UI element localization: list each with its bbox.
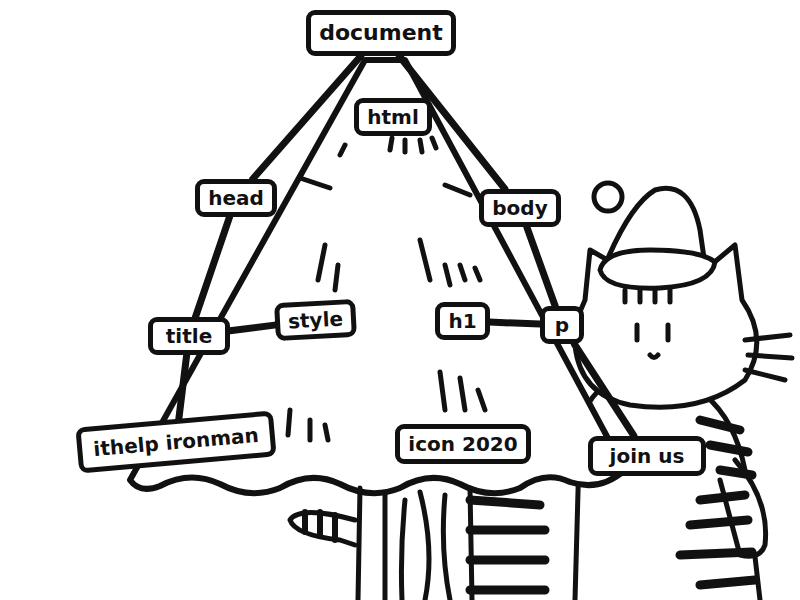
- node-label: h1: [448, 307, 476, 335]
- ornament-box: document: [306, 10, 456, 56]
- branch-line: [527, 227, 555, 306]
- branch-line: [490, 322, 541, 324]
- branch-line: [253, 56, 361, 179]
- ornament-box: h1: [435, 302, 490, 340]
- branch-line: [574, 344, 634, 436]
- node-label: p: [555, 311, 569, 339]
- node-label: document: [319, 15, 443, 51]
- branch-line: [179, 355, 187, 419]
- ornament-box: title: [148, 317, 230, 355]
- branch-line: [230, 325, 275, 331]
- node-label: icon 2020: [408, 429, 517, 459]
- ornament-box: join us: [588, 436, 706, 476]
- node-label: title: [166, 322, 212, 350]
- ornament-box: html: [354, 98, 432, 136]
- ornament-box: head: [195, 179, 277, 217]
- node-label: join us: [610, 441, 685, 471]
- node-label: ithelp ironman: [92, 417, 260, 467]
- node-label: html: [367, 103, 419, 131]
- ornament-box: icon 2020: [395, 424, 531, 464]
- ornament-box: p: [540, 306, 584, 344]
- branch-line: [195, 217, 229, 317]
- node-label: style: [287, 305, 343, 336]
- node-label: body: [492, 194, 547, 222]
- node-label: head: [208, 184, 264, 212]
- ornament-box: body: [479, 189, 561, 227]
- ornament-box: style: [274, 299, 357, 341]
